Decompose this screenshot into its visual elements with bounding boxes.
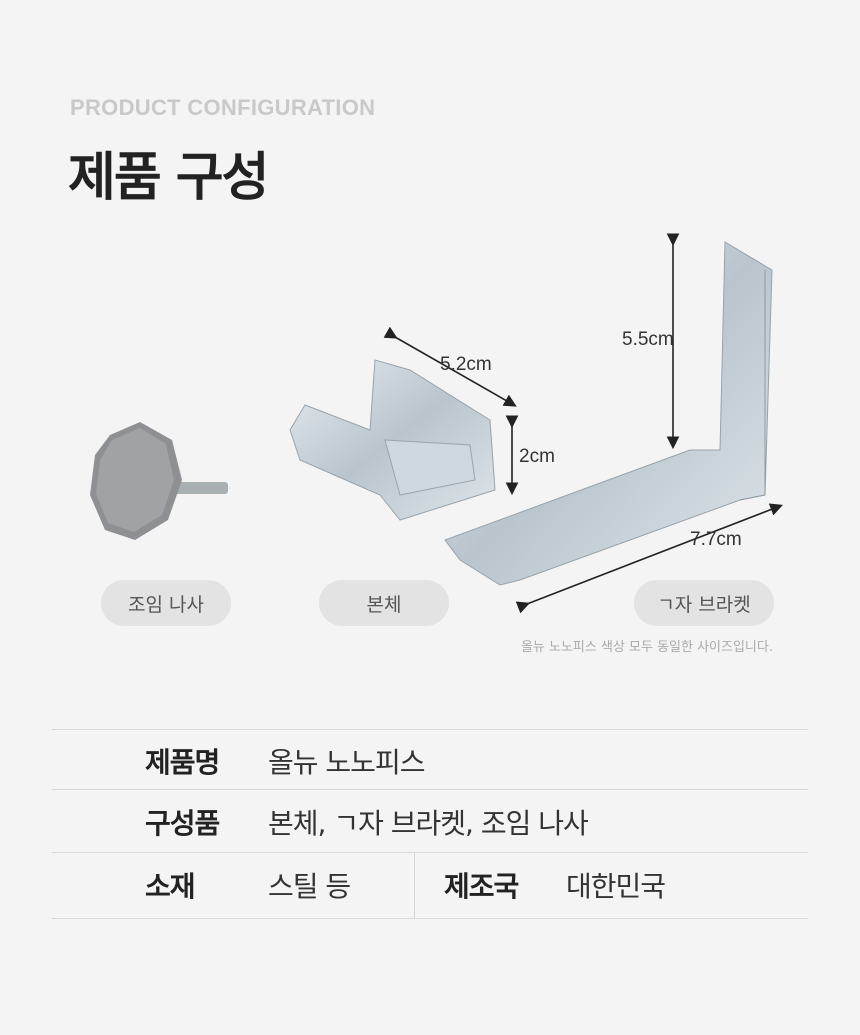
spec-label-components: 구성품 (145, 807, 220, 840)
body-width-arrow (383, 326, 517, 407)
product-illustration (90, 233, 783, 614)
spec-label-material: 소재 (145, 870, 196, 903)
screw-image (90, 422, 228, 540)
spec-value-material: 스틸 등 (268, 870, 351, 903)
bracket-length-arrow (515, 503, 783, 614)
section-subtitle: PRODUCT CONFIGURATION (70, 95, 376, 120)
part-label-bracket: ㄱ자 브라켓 (634, 580, 774, 626)
body-height-label: 2cm (519, 446, 555, 467)
page-title: 제품 구성 (68, 148, 269, 208)
divider (52, 852, 808, 853)
spec-value-origin: 대한민국 (566, 870, 666, 903)
bracket-height-label: 5.5cm (622, 329, 674, 350)
body-image (289, 359, 496, 521)
divider (52, 729, 808, 730)
body-width-label: 5.2cm (440, 354, 492, 375)
spec-value-name: 올뉴 노노피스 (268, 746, 425, 779)
size-note: 올뉴 노노피스 색상 모두 동일한 사이즈입니다. (520, 640, 773, 655)
column-divider (414, 852, 415, 918)
bracket-image (444, 241, 773, 586)
spec-label-origin: 제조국 (444, 870, 519, 903)
divider (52, 918, 808, 919)
spec-label-name: 제품명 (145, 746, 220, 779)
spec-value-components: 본체, ㄱ자 브라켓, 조임 나사 (268, 807, 589, 840)
part-label-screw: 조임 나사 (101, 580, 231, 626)
bracket-length-label: 7.7cm (690, 529, 742, 550)
part-label-body: 본체 (319, 580, 449, 626)
divider (52, 789, 808, 790)
